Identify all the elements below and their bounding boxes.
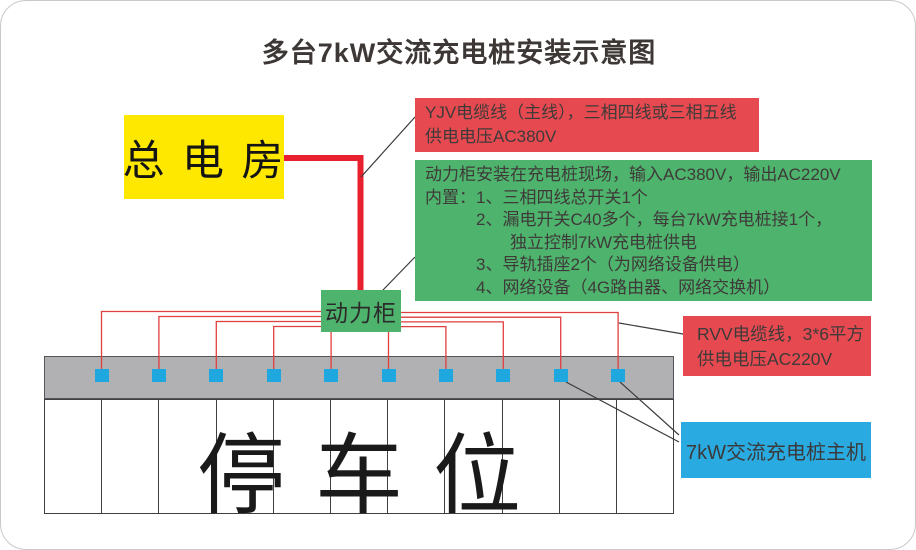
- power-cabinet-note-line: 动力柜安装在充电桩现场，输入AC380V，输出AC220V: [425, 165, 841, 184]
- branch-cable-note-box: RVV电缆线，3*6平方供电电压AC220V: [683, 316, 871, 376]
- main-supply-line: [284, 155, 364, 290]
- parking-space: [274, 400, 331, 513]
- power-cabinet-note-line: 3、导轨插座2个（为网络设备供电）: [425, 255, 750, 274]
- parking-space: [102, 400, 160, 513]
- main-power-room-box: 总 电 房: [122, 115, 286, 199]
- parking-space: [217, 400, 274, 513]
- leader-cabinet-note: [381, 256, 416, 292]
- charging-point-marker: [324, 369, 339, 382]
- charging-point-marker: [611, 369, 626, 382]
- power-cabinet-note-line: 4、网络设备（4G路由器、网络交换机）: [425, 277, 781, 297]
- charger-host-box: 7kW交流充电桩主机: [681, 422, 871, 478]
- power-cabinet-note-box: 动力柜安装在充电桩现场，输入AC380V，输出AC220V 内置：1、三相四线总开…: [415, 160, 872, 301]
- main-power-room-label: 总 电 房: [122, 135, 286, 185]
- parking-space: [331, 400, 389, 513]
- leader-yjv-note: [360, 116, 416, 178]
- power-cabinet-box: 动力柜: [321, 290, 401, 332]
- charging-point-marker: [553, 369, 568, 382]
- power-cabinet-note-line: 独立控制7kW充电桩供电: [425, 232, 697, 252]
- branch-cable-note-line: RVV电缆线，3*6平方: [697, 324, 864, 344]
- parking-space: [45, 400, 103, 513]
- branch-cable-note-line: 供电电压AC220V: [697, 349, 833, 369]
- parking-space: [388, 400, 446, 513]
- charging-point-marker: [94, 369, 109, 382]
- main-cable-note-line: 供电电压AC380V: [425, 127, 557, 146]
- diagram-title: 多台7kW交流充电桩安装示意图: [261, 38, 657, 68]
- charging-point-marker: [266, 369, 281, 382]
- parking-space: [503, 400, 560, 513]
- power-cabinet-note-line: 内置：1、三相四线总开关1个: [425, 187, 648, 207]
- parking-space: [159, 400, 217, 513]
- charger-host-label: 7kW交流充电桩主机: [686, 441, 866, 464]
- parking-space: [560, 400, 617, 513]
- parking-space: [445, 400, 503, 513]
- charging-point-marker: [496, 369, 511, 382]
- charging-point-marker: [381, 369, 396, 382]
- main-cable-note-box: YJV电缆线（主线），三相四线或三相五线供电电压AC380V: [415, 98, 759, 152]
- main-cable-note-line: YJV电缆线（主线），三相四线或三相五线: [425, 103, 737, 122]
- power-cabinet-label: 动力柜: [325, 301, 397, 327]
- charging-point-marker: [151, 369, 166, 382]
- power-cabinet-note-line: 2、漏电开关C40多个，每台7kW充电桩接1个，: [425, 210, 833, 229]
- cable-trunk-bar: [44, 356, 674, 399]
- charging-point-marker: [209, 369, 224, 382]
- charging-point-marker: [438, 369, 453, 382]
- leader-rvv-note: [618, 322, 684, 335]
- parking-label: 停车位: [196, 424, 551, 527]
